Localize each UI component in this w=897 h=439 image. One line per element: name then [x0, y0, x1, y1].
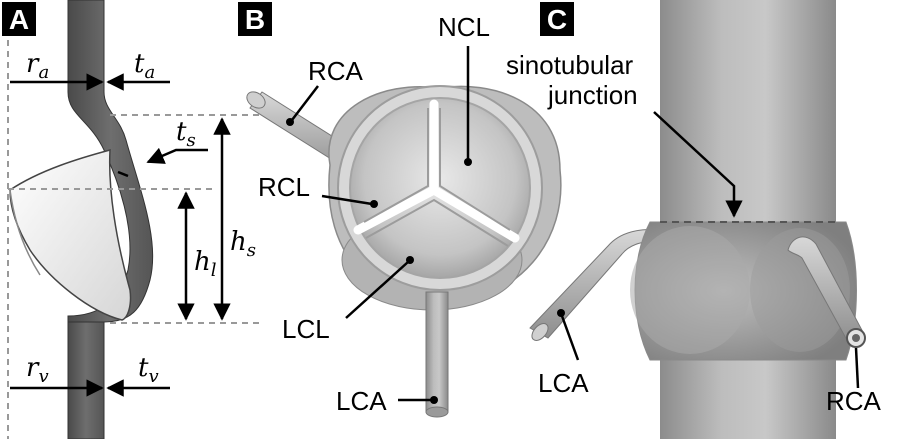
- panel-b-rcl-label: RCL: [258, 172, 310, 202]
- panel-a-ra-label: ra: [26, 49, 49, 83]
- panel-c-sinus-lobe-right: [750, 228, 850, 352]
- panel-b-leaflet-lines-shade: [363, 108, 511, 247]
- panel-c-tag-text: C: [547, 4, 567, 35]
- panel-b-lca-pipe-end: [425, 406, 449, 418]
- panel-c-lca-label: LCA: [538, 368, 589, 398]
- panel-a-hl-label: hl: [194, 247, 217, 281]
- panel-c-sinus-lobe-left: [630, 226, 750, 354]
- panel-b: B RCA NCL: [238, 2, 562, 418]
- panel-c-stj-leader: [653, 111, 743, 218]
- panel-a-tv-label: tv: [138, 353, 159, 387]
- panel-a: A ra ta ts hl hs rv: [2, 0, 262, 439]
- panel-b-inner-bowl: [349, 97, 531, 279]
- panel-b-lcl-dot: [406, 256, 414, 264]
- panel-b-rcl-leader: [321, 194, 373, 206]
- panel-c-lca-dot: [557, 309, 565, 317]
- panel-a-ts-tick: [117, 170, 129, 178]
- panel-a-ta-label: ta: [134, 49, 155, 83]
- panel-a-hs-label: hs: [230, 227, 256, 261]
- panel-b-lca-dot: [430, 396, 438, 404]
- panel-b-tag-text: B: [245, 4, 265, 35]
- panel-b-rcl-dot: [370, 200, 378, 208]
- panel-a-leaflet-edge: [9, 189, 41, 276]
- panel-b-rca-label: RCA: [308, 56, 364, 86]
- panel-b-ncl-label: NCL: [438, 12, 490, 42]
- panel-b-tag-box: [238, 2, 272, 36]
- panel-a-ventricular-wall: [67, 321, 105, 439]
- panel-c-lca-end: [531, 323, 549, 341]
- panel-a-tag: A: [2, 2, 36, 36]
- panel-a-leaflet: [9, 149, 132, 321]
- panel-c-tag-box: [540, 2, 574, 36]
- panel-b-rca-pipe-end: [246, 91, 266, 109]
- panel-a-rv-label: rv: [26, 353, 49, 387]
- panel-b-lcl-leader: [345, 261, 409, 319]
- panel-c-stj-label-line2: junction: [547, 80, 638, 110]
- panel-a-tag-text: A: [9, 4, 29, 35]
- panel-c-rca-end-inner: [852, 334, 860, 342]
- panel-c-lca-leader: [560, 315, 580, 361]
- panel-b-lcl-label: LCL: [282, 314, 330, 344]
- panel-b-tag: B: [238, 2, 272, 36]
- panel-c-tag: C: [540, 2, 574, 36]
- panel-c-rca-label: RCA: [826, 386, 882, 416]
- panel-b-ncl-dot: [464, 158, 472, 166]
- panel-b-lca-label: LCA: [336, 386, 387, 416]
- panel-b-leaflet-lines: [353, 99, 520, 243]
- panel-b-rca-dot: [286, 118, 294, 126]
- panel-a-tag-box: [2, 2, 36, 36]
- panel-c-stj-label-line1: sinotubular: [506, 50, 634, 80]
- panel-a-ts-label: ts: [176, 117, 196, 151]
- panel-b-rca-leader: [291, 85, 319, 121]
- panel-c-aorta-tube: [660, 0, 836, 439]
- panel-b-lca-pipe: [425, 291, 449, 413]
- panel-a-ts-arrow: [146, 147, 208, 164]
- panel-c-rca-leader: [854, 347, 860, 389]
- panel-c: C sinotubular junction LCA RCA: [506, 0, 882, 439]
